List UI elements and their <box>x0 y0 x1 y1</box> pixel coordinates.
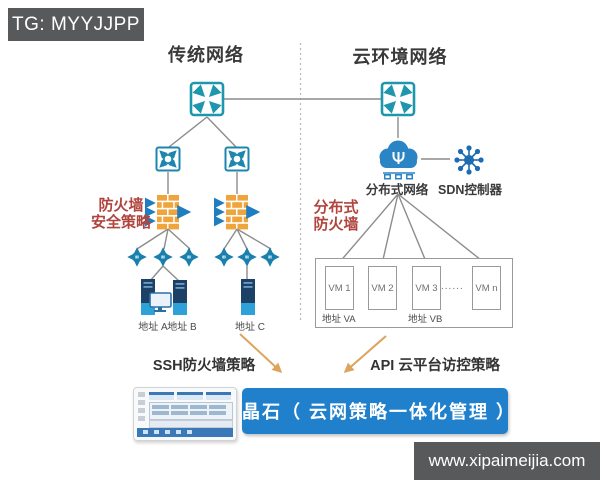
tg-badge: TG: MYYJJPP <box>8 8 144 41</box>
thumbnail-footer-bar <box>137 428 233 437</box>
access-switch-icon <box>179 247 199 272</box>
access-switch-icon <box>153 247 173 272</box>
vm-host-group-box: VM 1 VM 2 VM 3 ...... VM n 地址 VA 地址 VB <box>315 258 513 328</box>
switch-icon-left <box>155 146 181 177</box>
address-va-label: 地址 VA <box>322 314 356 325</box>
access-switch-icon <box>237 247 257 272</box>
thumbnail-sidebar <box>137 392 146 430</box>
host-b-label: 地址 B <box>167 322 197 333</box>
access-switch-icon <box>260 247 280 272</box>
vm-n-box: VM n <box>472 266 501 310</box>
firewall-icon-right <box>213 193 261 236</box>
firewall-icon-left <box>144 193 192 236</box>
distributed-network-cloud-icon <box>373 137 423 186</box>
distributed-network-label: 分布式网络 <box>365 183 429 197</box>
switch-icon-right <box>224 146 250 177</box>
product-bar-label: 晶石（ 云网策略一体化管理 ） <box>242 402 517 422</box>
product-bar: 晶石（ 云网策略一体化管理 ） <box>242 388 517 434</box>
cloud-network-title: 云环境网络 <box>352 47 448 67</box>
address-vb-label: 地址 VB <box>408 314 443 325</box>
sdn-controller-label: SDN控制器 <box>438 183 502 197</box>
distributed-firewall-label: 分布式 防火墙 <box>313 199 359 233</box>
thumbnail-table <box>149 402 233 420</box>
ssh-firewall-policy-label: SSH防火墙策略 <box>152 358 256 374</box>
console-screenshot-thumbnail <box>133 387 237 441</box>
firewall-security-policy-label: 防火墙 安全策略 <box>90 197 152 231</box>
router-icon-cloud <box>380 81 416 122</box>
vm-2-box: VM 2 <box>368 266 397 310</box>
thumbnail-panels <box>149 392 231 400</box>
router-icon-traditional <box>189 81 225 122</box>
server-icon-host-b <box>173 280 187 321</box>
vm-ellipsis: ...... <box>441 281 464 292</box>
host-a-label: 地址 A <box>138 322 168 333</box>
access-switch-icon <box>127 247 147 272</box>
vm-1-box: VM 1 <box>325 266 354 310</box>
tg-badge-label: TG: MYYJJPP <box>12 14 140 35</box>
host-c-label: 地址 C <box>235 322 265 333</box>
thumbnail-row <box>149 420 233 428</box>
watermark-label: www.xipaimeijia.com <box>428 451 586 470</box>
api-cloud-policy-label: API 云平台访控策略 <box>370 358 500 374</box>
server-icon-host-a <box>141 279 173 322</box>
vm-3-box: VM 3 <box>412 266 441 310</box>
traditional-network-title: 传统网络 <box>168 45 244 65</box>
watermark-bar: www.xipaimeijia.com <box>414 442 600 480</box>
access-switch-icon <box>214 247 234 272</box>
sdn-controller-icon <box>452 143 486 182</box>
server-icon-host-c <box>241 279 255 321</box>
